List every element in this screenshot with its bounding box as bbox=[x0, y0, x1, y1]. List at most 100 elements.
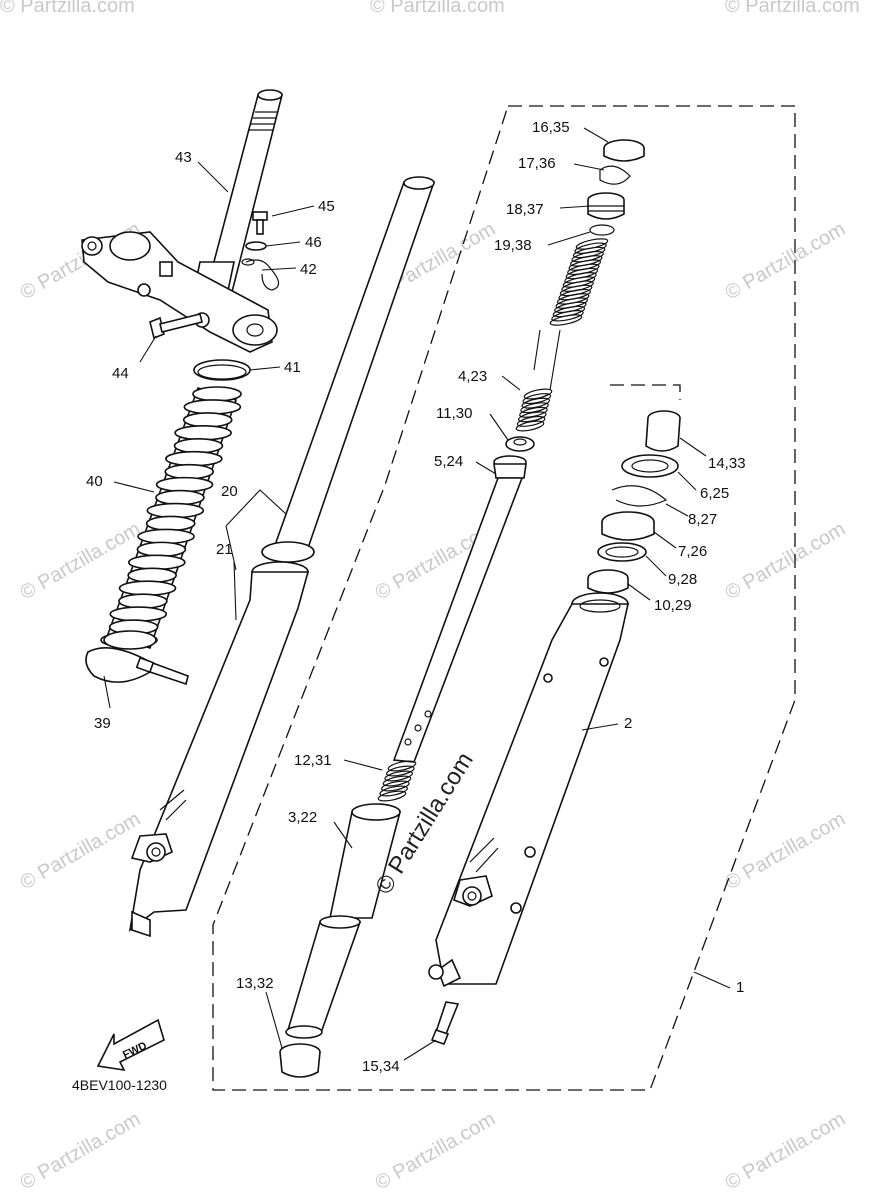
outer-tube-right bbox=[428, 592, 629, 988]
callout-label: 9,28 bbox=[668, 571, 697, 588]
fork-spring bbox=[549, 238, 609, 326]
watermark: © Partzilla.com bbox=[722, 1108, 850, 1194]
under-bracket bbox=[81, 231, 278, 353]
callout-label: 12,31 bbox=[294, 752, 332, 769]
callout-label: 5,24 bbox=[434, 453, 463, 470]
rebound-spring-12 bbox=[377, 760, 417, 802]
callout-label: 6,25 bbox=[700, 485, 729, 502]
clamp-ring bbox=[241, 258, 255, 266]
spring-coil bbox=[521, 397, 551, 409]
callout-label: 7,26 bbox=[678, 543, 707, 560]
callout-label: 4,23 bbox=[458, 368, 487, 385]
oil-lock-piece bbox=[285, 915, 362, 1039]
sleeve-3 bbox=[329, 803, 402, 919]
watermark: © Partzilla.com bbox=[372, 1108, 500, 1194]
callout-label: 16,35 bbox=[532, 119, 570, 136]
spring-coil bbox=[517, 411, 547, 423]
callout-label: 45 bbox=[318, 198, 335, 215]
callout-label: 17,36 bbox=[518, 155, 556, 172]
spring-coil bbox=[387, 760, 417, 772]
washer-19 bbox=[589, 224, 615, 236]
callout-label: 19,38 bbox=[494, 237, 532, 254]
spring-coil bbox=[522, 393, 552, 405]
spring-coil bbox=[519, 406, 548, 418]
boot-fold bbox=[174, 425, 232, 441]
washer-9 bbox=[597, 542, 647, 562]
callout-label: 18,37 bbox=[506, 201, 544, 218]
callout-label: 42 bbox=[300, 261, 317, 278]
spring-coil bbox=[384, 770, 413, 782]
outer-tube-subassembly-outline bbox=[610, 384, 681, 400]
outer-tube-left bbox=[128, 541, 315, 938]
callout-label: 39 bbox=[94, 715, 111, 732]
watermark: © Partzilla.com bbox=[17, 1108, 145, 1194]
oil-seal-7 bbox=[601, 511, 655, 541]
callout-label: 14,33 bbox=[708, 455, 746, 472]
watermark: © Partzilla.com bbox=[725, 0, 860, 17]
bolt-15 bbox=[430, 1001, 460, 1045]
watermark: © Partzilla.com bbox=[17, 808, 145, 894]
callout-label: 15,34 bbox=[362, 1058, 400, 1075]
boot-fold bbox=[155, 489, 205, 506]
circlip-17 bbox=[599, 165, 631, 185]
watermark: © Partzilla.com bbox=[722, 218, 850, 304]
spring-coil bbox=[382, 775, 412, 787]
callout-label: 10,29 bbox=[654, 597, 692, 614]
boot-fold bbox=[164, 463, 215, 480]
band-39 bbox=[85, 646, 189, 686]
spring-coil bbox=[523, 388, 553, 400]
boot-fold bbox=[118, 593, 168, 609]
callout-label: 1 bbox=[736, 979, 744, 996]
watermark: © Partzilla.com bbox=[0, 0, 135, 17]
spring-coil bbox=[520, 402, 549, 414]
spring-coil bbox=[551, 310, 584, 322]
fwd-arrow-icon: FWD bbox=[96, 1018, 165, 1072]
spring-coil bbox=[515, 420, 545, 432]
boot-fold bbox=[136, 541, 187, 558]
boot-fold bbox=[137, 528, 195, 545]
spring-axis bbox=[533, 329, 541, 371]
piston-ring-11 bbox=[505, 436, 535, 452]
callout-label: 46 bbox=[305, 234, 322, 251]
bolt-45 bbox=[252, 211, 268, 235]
boot-fold bbox=[109, 606, 168, 622]
spring-coil bbox=[516, 415, 546, 427]
dust-seal-6 bbox=[621, 454, 679, 478]
callout-labels: 43 45 46 42 44 41 40 20 21 39 16,35 17,3… bbox=[86, 119, 746, 1075]
spring-coil bbox=[377, 790, 407, 802]
hose-clamp-41 bbox=[193, 359, 251, 381]
boot-fold bbox=[127, 554, 186, 571]
boot-fold bbox=[127, 567, 177, 584]
steering-stem bbox=[191, 89, 284, 301]
boot-fold bbox=[173, 437, 224, 454]
watermark: © Partzilla.com bbox=[722, 518, 850, 604]
watermark: © Partzilla.com bbox=[370, 0, 505, 17]
boot-fold bbox=[192, 386, 242, 402]
callout-label: 11,30 bbox=[436, 405, 472, 422]
figure-code: 4BEV100-1230 bbox=[72, 1077, 167, 1093]
retaining-clip-8 bbox=[611, 485, 668, 507]
boot-fold bbox=[155, 476, 214, 493]
callout-label: 3,22 bbox=[288, 809, 317, 826]
spring-coil bbox=[386, 765, 415, 777]
spring-coil bbox=[381, 780, 410, 792]
boot-fold bbox=[145, 515, 196, 532]
callout-label: 2 bbox=[624, 715, 632, 732]
rebound-spring-4 bbox=[515, 388, 553, 432]
spring-coil bbox=[549, 314, 583, 326]
spring-axis bbox=[549, 329, 561, 391]
boot-fold bbox=[118, 580, 177, 597]
callout-label: 43 bbox=[175, 149, 192, 166]
callout-label: 13,32 bbox=[236, 975, 274, 992]
clamp-42 bbox=[245, 259, 280, 291]
callout-label: 20 bbox=[221, 483, 238, 500]
spring-coil bbox=[379, 785, 408, 797]
callout-label: 44 bbox=[112, 365, 129, 382]
callout-label: 8,27 bbox=[688, 511, 717, 528]
dust-seal-14 bbox=[645, 410, 681, 452]
boot-fold bbox=[146, 502, 205, 519]
leader-lines bbox=[103, 127, 731, 1061]
bolt-44 bbox=[149, 313, 203, 340]
damper-rod-5 bbox=[392, 455, 527, 763]
